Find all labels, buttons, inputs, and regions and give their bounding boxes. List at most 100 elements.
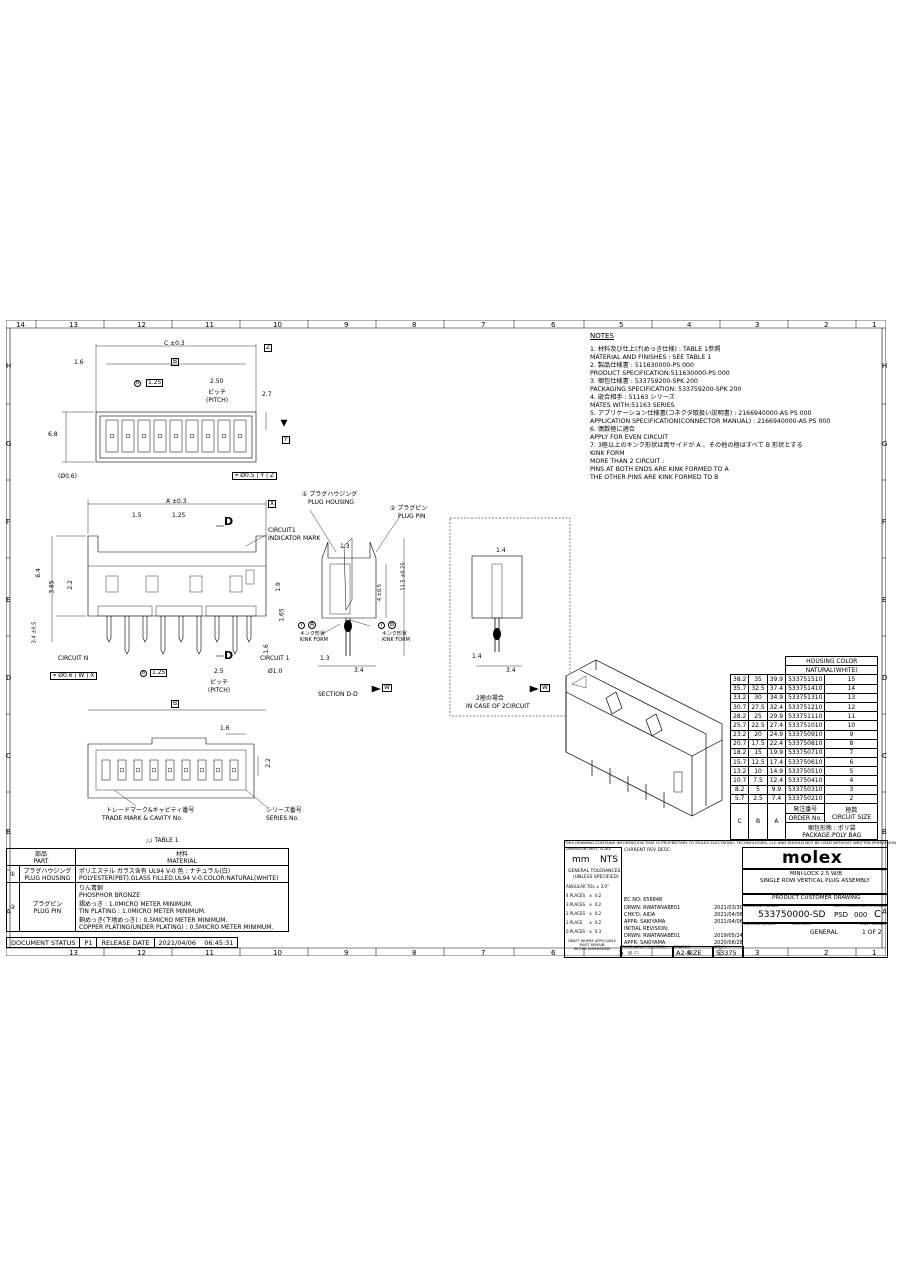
proprietary-notice: THIS DRAWING CONTAINS INFORMATION THAT I… [565,840,897,845]
dim-1-4-b: 1.4 [472,653,482,660]
note-line: MATERIAL AND FINISHES : SEE TABLE 1 [590,354,712,361]
col-label: 3 [755,321,760,329]
note-line: 3. 梱包仕様書 : 533759200-SPK 200 [590,378,698,385]
row-label: F [882,518,887,526]
tol-row: 2 PLACES ± 0.2 [566,911,602,916]
col-label: 6 [551,949,556,957]
note-line: 5. アプリケーション仕様書(コネクタ取扱い説明書) : 2166940000-… [590,410,812,417]
dim-1-25-front: 1.25 [172,512,186,519]
appr: APPR: SAKIYAMA [624,919,666,925]
note-line: 2. 製品仕様書 : 511630000-PS 000 [590,362,694,369]
note-line: THE OTHER PINS ARE KINK FORMED TO B [590,474,719,481]
col-header-c: C [729,802,750,841]
two-circuit-jp: 2極の場合 [476,695,504,702]
note-line: 6. 偶数極に適合 [590,426,635,433]
order-jp: 発注番号 [785,803,826,814]
datum-w: W [382,684,392,692]
col-label: 4 [687,321,692,329]
row-label: H [6,362,12,370]
dim-1-6-bottom: 1.6 [220,725,230,732]
dim-1-5: 1.5 [132,512,142,519]
col-label: 12 [137,949,146,957]
pitch-en-front: (PITCH) [208,687,231,694]
note-line: 4. 嵌合相手 : 51163 シリーズ [590,394,675,401]
dim-units-label: DIMENSION UNITS [566,847,598,851]
kink-b-en: KINK FORM [382,637,410,643]
row-label: B [882,828,887,836]
plug-housing-jp: ① プラグハウジング [302,491,358,498]
col-label: 14 [16,321,25,329]
col-label: 1 [872,321,877,329]
document-number: 533750000-SD [758,910,826,920]
dim-11-5: 11.5 ±0.25 [400,562,407,591]
col-label: 13 [69,949,78,957]
note-line: MATES WITH:51163 SERIES [590,402,675,409]
housing-header: HOUSING COLOR [785,655,879,667]
doc-part-label: DOC PART [851,904,868,908]
dim-4: 4 ±0.5 [376,584,383,601]
note-line: PACKAGING SPECIFICATION: 533759200-SPK 2… [590,386,742,393]
chkd: CHK'D: AIDA [624,912,656,918]
drawing-frame [6,320,886,956]
col-label: 10 [273,949,282,957]
col-label: 1 [872,949,877,957]
row-label: G [6,440,12,448]
note-line: PINS AT BOTH ENDS ARE KINK FORMED TO A [590,466,729,473]
col-label: 12 [137,321,146,329]
note7-marker: 7 [298,622,306,629]
dim-1-6-front: 1.6 [262,644,270,654]
col-label: 2 [824,949,829,957]
kink-b-jp: キンク形状 [382,631,407,637]
drawing-label: DRAWING [674,945,691,949]
dim-1-6: 1.6 [74,359,84,366]
general-tolerances: GENERAL TOLERANCES [568,869,621,874]
dim-b: B [171,358,180,366]
dim-3-4: 3.4 ±0.5 [31,621,38,644]
dim-b-front: B [171,700,180,708]
kink-label-b: B [388,621,397,629]
revision: C [874,909,881,920]
drawing-sheet: 14 13 12 11 10 9 8 7 6 5 4 3 2 1 13 12 1… [5,320,896,958]
row-label: F [6,518,11,526]
drawing-size: A2-SIZE [676,949,702,957]
angular-tol: ANGULAR TOL ± 3.0° [566,884,609,889]
material-number-label: MATERIAL NUMBER [744,922,776,926]
appr2: APPR: SAKIYAMA [624,940,666,946]
section-marker-d: D [224,515,234,528]
section-title: SECTION D-D [318,691,358,698]
col-label: 11 [205,949,214,957]
dim-2-5: 2.5 [214,668,224,675]
col-header-a: A [766,802,787,841]
col-label: 7 [481,321,486,329]
note-line: PRODUCT SPECIFICATION:511630000-PS 000 [590,370,730,377]
dim-1-25: 1.25 [146,379,164,387]
revision-label: REVISION [869,904,885,908]
indicator-mark: INDICATOR MARK [268,535,321,542]
note-line: APPLICATION SPECIFICATION(CONNECTOR MANU… [590,418,831,425]
drwn2: DRWN: RWATANABE01 [624,933,681,939]
status-label: DOCUMENT STATUS [5,937,81,948]
scale-value: NTS [600,855,618,865]
title-block: THIS DRAWING CONTAINS INFORMATION THAT I… [564,840,896,958]
doc-type-label: DOC TYPE [834,904,851,908]
position-tolerance: ⌖ Ø0.5 | Y | Z [232,472,278,480]
dim-2-2-bottom: 2.2 [264,758,272,768]
plug-housing-en: PLUG HOUSING [308,499,354,506]
two-circuit-en: IN CASE OF 2CIRCUIT [466,703,530,710]
pitch-en: (PITCH) [206,397,229,404]
section-dd-outline [318,537,405,693]
tol-row: 1 PLACE ± 0.2 [566,920,602,925]
datum-y: Y [282,436,290,444]
tol-row: 4 PLACES ± 0.2 [566,893,602,898]
notes-header: NOTES [590,332,614,340]
section-marker-d: D [224,649,234,662]
note-line: KINK FORM [590,450,625,457]
